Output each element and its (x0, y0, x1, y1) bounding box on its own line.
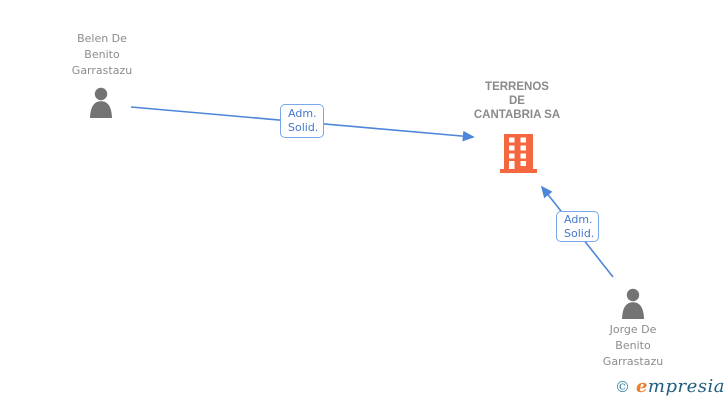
person-name-line: Garrastazu (71, 64, 133, 77)
brand-wordmark: empresia (636, 376, 725, 397)
empresia-logo[interactable]: © empresia (615, 376, 725, 397)
person-icon (622, 288, 644, 319)
copyright-icon: © (614, 378, 630, 396)
company-name-line: DE (509, 95, 525, 107)
person-icon (90, 87, 112, 118)
person-name: Jorge De Benito Garrastazu (581, 322, 685, 370)
company-name-line: CANTABRIA SA (473, 109, 561, 121)
brand-initial: e (635, 376, 648, 397)
edge-label-line: Solid. (288, 121, 319, 134)
person-name-line: Jorge De (609, 323, 657, 336)
company-name-line: TERRENOS (485, 81, 549, 93)
edge-label-line: Adm. (288, 107, 317, 120)
person-name-line: Garrastazu (602, 355, 664, 368)
person-name: Belen De Benito Garrastazu (50, 31, 154, 79)
edge-label-adm-solid-1: Adm. Solid. (280, 104, 324, 138)
person-name-line: Belen De (77, 32, 127, 45)
company-name: TERRENOS DE CANTABRIA SA (455, 80, 579, 122)
edge-label-line: Adm. (564, 212, 593, 226)
person-name-line: Benito (615, 339, 651, 352)
edge-label-line: Solid. (564, 226, 595, 240)
edge-label-adm-solid-2: Adm. Solid. (556, 211, 599, 242)
person-name-line: Benito (84, 48, 120, 61)
building-icon (500, 134, 537, 173)
brand-rest: mpresia (647, 376, 725, 397)
